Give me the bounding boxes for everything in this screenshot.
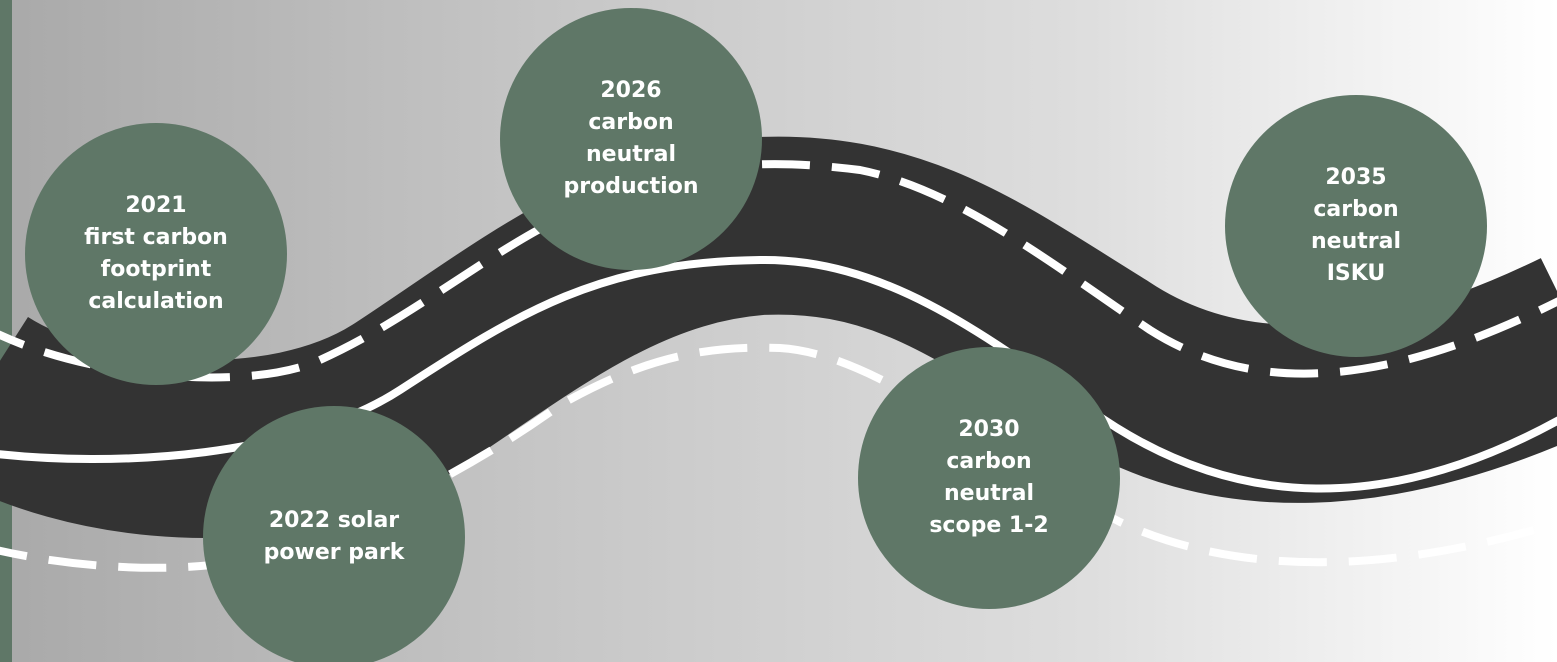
milestone-label: 2022 solar power park [263,508,405,565]
milestone-2035: 2035 carbon neutral ISKU [1225,95,1487,357]
milestone-2030: 2030 carbon neutral scope 1-2 [858,347,1120,609]
milestone-label: 2035 carbon neutral ISKU [1311,165,1401,286]
milestone-2022: 2022 solar power park [203,406,465,662]
milestone-label: 2026 carbon neutral production [563,78,699,199]
road-dash-line-bottom [0,343,1557,572]
milestone-2026: 2026 carbon neutral production [500,8,762,270]
milestone-2021: 2021 first carbon footprint calculation [25,123,287,385]
milestone-label: 2021 first carbon footprint calculation [84,193,228,314]
milestone-label: 2030 carbon neutral scope 1-2 [929,417,1049,538]
